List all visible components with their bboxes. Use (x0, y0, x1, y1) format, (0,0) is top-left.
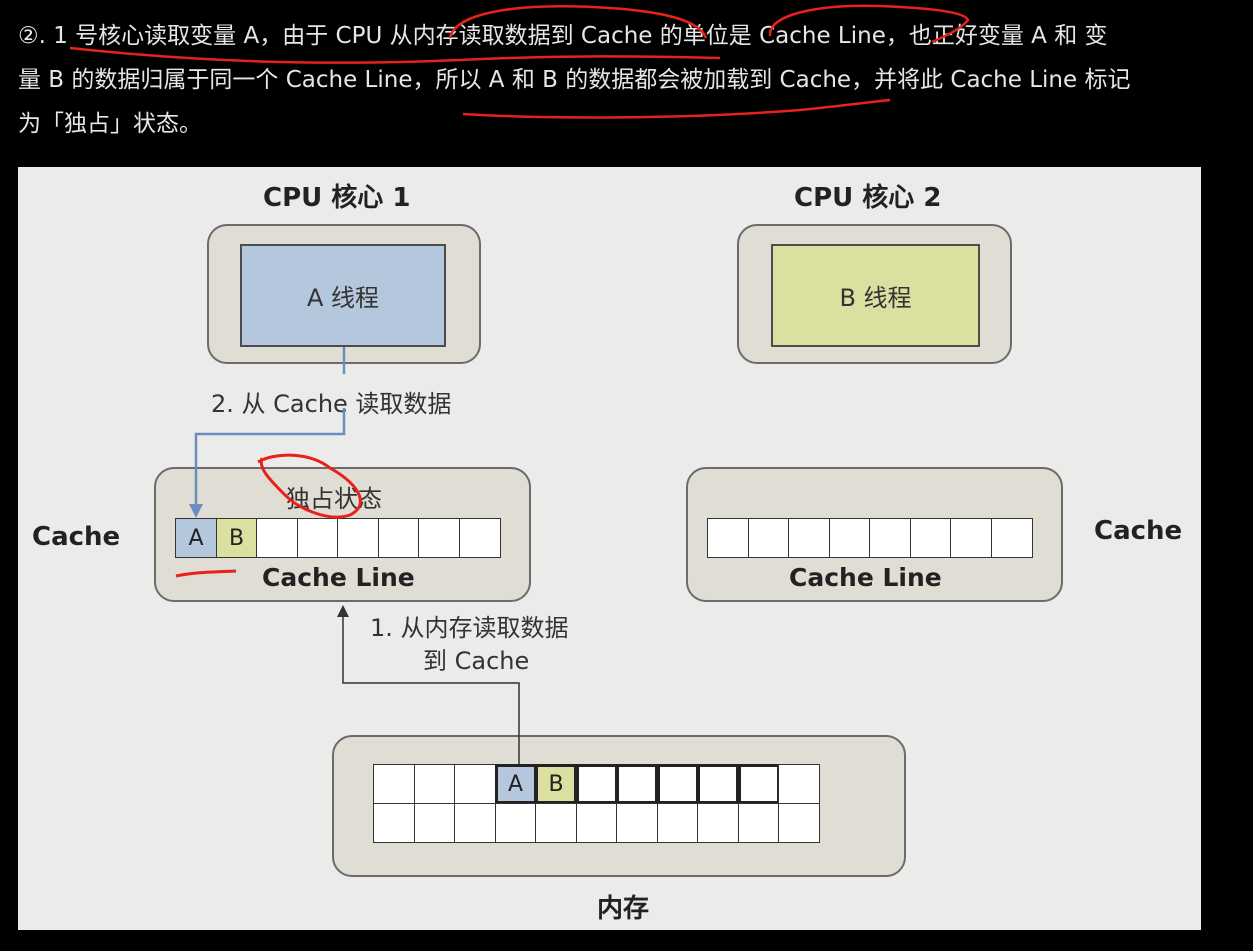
memory-grid: A B (373, 764, 820, 843)
cache2-cell (788, 518, 830, 558)
memory-cell (656, 764, 699, 804)
memory-cell (494, 802, 537, 843)
exclusive-state-label: 独占状态 (286, 485, 382, 513)
description-paragraph: ②. 1 号核心读取变量 A，由于 CPU 从内存读取数据到 Cache 的单位… (18, 14, 1228, 146)
paragraph-line-2: 量 B 的数据归属于同一个 Cache Line，所以 A 和 B 的数据都会被… (18, 67, 1131, 93)
cache2-cell (747, 518, 790, 558)
memory-cell (697, 764, 739, 804)
memory-cell (535, 802, 577, 843)
core2-title: CPU 核心 2 (794, 183, 942, 213)
memory-cell (616, 802, 658, 843)
memory-cell (737, 802, 780, 843)
memory-cell (454, 802, 496, 843)
cache2-cell (828, 518, 871, 558)
cache2-cell (909, 518, 952, 558)
core1-title: CPU 核心 1 (263, 183, 411, 213)
memory-label: 内存 (597, 894, 650, 924)
paragraph-line-1: ②. 1 号核心读取变量 A，由于 CPU 从内存读取数据到 Cache 的单位… (18, 23, 1108, 49)
memory-cell (616, 764, 658, 804)
memory-cell (413, 764, 456, 804)
paragraph-line-3: 为「独占」状态。 (18, 111, 202, 137)
memory-cell (454, 764, 496, 804)
cache1-cell (256, 518, 298, 558)
cache2-cell (990, 518, 1033, 558)
cache1-cell-a: A (175, 518, 217, 558)
cacheline2-label: Cache Line (789, 563, 942, 592)
cache1-cacheline: A B (175, 518, 501, 558)
step2-label: 2. 从 Cache 读取数据 (211, 390, 452, 418)
cache1-cell (418, 518, 460, 558)
cache2-cell (869, 518, 911, 558)
cache1-cell (296, 518, 339, 558)
memory-cell (656, 802, 699, 843)
memory-row-2 (373, 802, 820, 843)
cache1-cell (337, 518, 379, 558)
cache2-cell (950, 518, 992, 558)
memory-cell (575, 802, 618, 843)
memory-cell-b: B (535, 764, 577, 804)
memory-cell (778, 802, 820, 843)
cache-right-label: Cache (1094, 516, 1183, 546)
memory-cell (737, 764, 780, 804)
memory-cell (373, 764, 415, 804)
memory-cell (778, 764, 820, 804)
cache1-cell (377, 518, 420, 558)
cache2-cacheline (707, 518, 1033, 558)
memory-cell (575, 764, 618, 804)
memory-cell (413, 802, 456, 843)
cache2-cell (707, 518, 749, 558)
step1-label-line2: 到 Cache (423, 647, 530, 675)
memory-row-1: A B (373, 764, 820, 804)
memory-cell (373, 802, 415, 843)
memory-cell-a: A (494, 764, 537, 804)
step1-arrowhead (337, 605, 349, 617)
cache1-cell-b: B (215, 518, 258, 558)
step1-label-line1: 1. 从内存读取数据 (370, 614, 569, 642)
memory-cell (697, 802, 739, 843)
cache-left-label: Cache (32, 522, 121, 552)
cacheline1-label: Cache Line (262, 563, 415, 592)
cache-diagram: CPU 核心 1 CPU 核心 2 A 线程 B 线程 2. 从 Cache 读… (18, 167, 1201, 930)
cache1-cell (458, 518, 501, 558)
thread-a: A 线程 (240, 244, 446, 347)
thread-b: B 线程 (771, 244, 980, 347)
